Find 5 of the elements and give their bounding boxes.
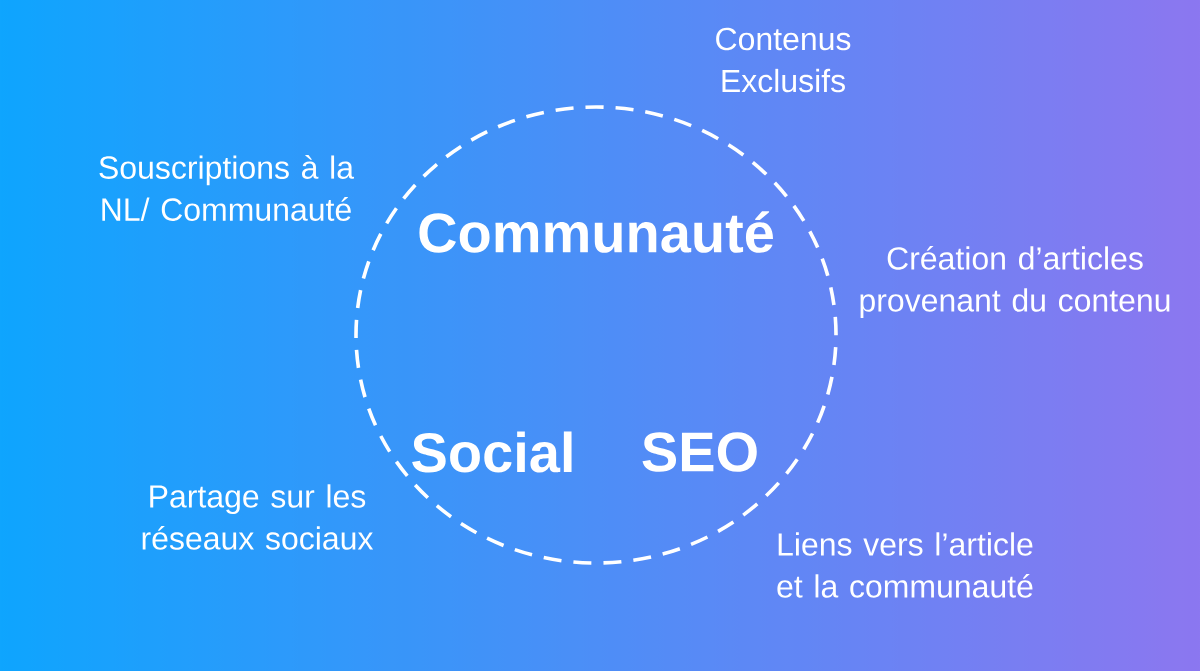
annotation-text: Partage sur les réseaux sociaux [142, 484, 374, 550]
annotation-text: Liens vers l’article et la communauté [777, 532, 1033, 598]
circle-heading: Social [412, 431, 572, 473]
circle-heading: SEO [642, 432, 757, 472]
circle-heading: Communauté [419, 211, 773, 253]
